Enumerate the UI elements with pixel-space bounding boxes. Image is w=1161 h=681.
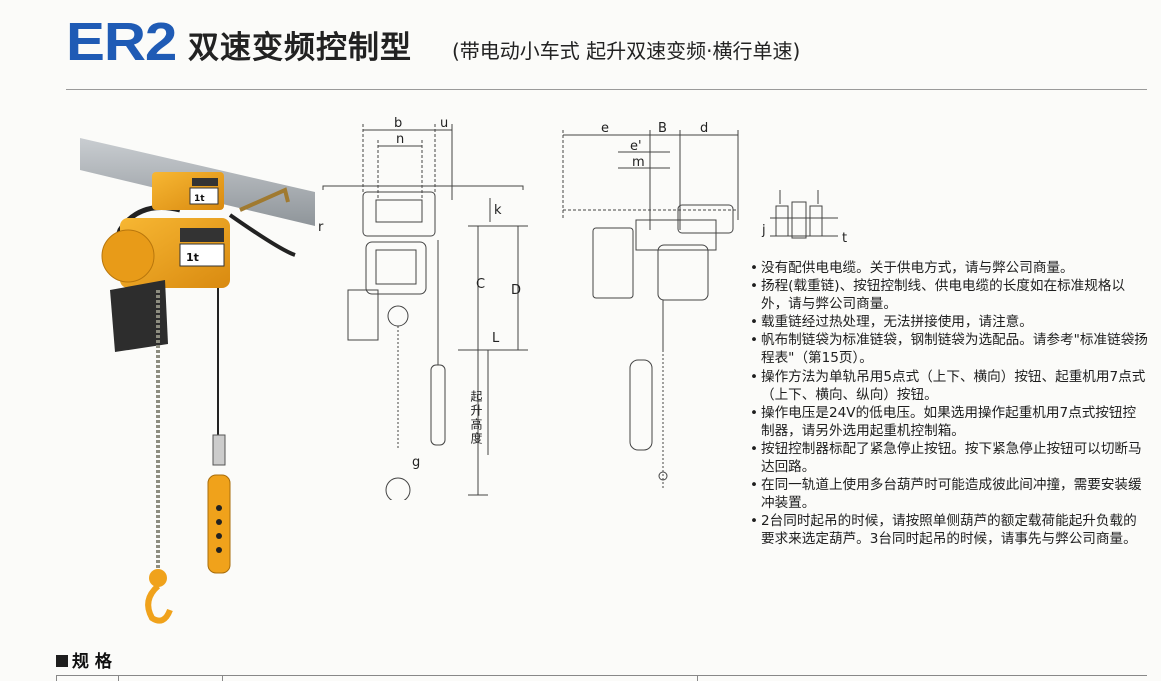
dim-b-upper: B [658,121,667,136]
dim-d-height: D [511,283,521,298]
square-icon [56,655,68,667]
page-subtitle: (带电动小车式 起升双速变频·横行单速) [452,39,801,63]
page-title: 双速变频控制型 [188,30,412,66]
chain-bag [110,280,168,352]
dim-c: C [476,277,485,292]
dim-lift-height: 起升高度 [469,390,483,446]
spec-table-border [222,675,223,681]
note-item: •帆布制链袋为标准链袋，钢制链袋为选配品。请参考"标准链袋扬程表"（第15页）。 [750,332,1148,367]
model-name: ER2 [66,12,177,72]
dim-n: n [396,132,404,147]
dim-l: L [492,331,500,346]
spec-table-border [118,675,119,681]
dim-k: k [494,203,502,218]
dim-g: g [412,455,420,470]
dim-j: j [761,223,766,238]
dim-u: u [440,116,448,131]
note-item: •2台同时起吊的时候，请按照单侧葫芦的额定载荷能起升负载的要求来选定葫芦。3台同… [750,513,1137,548]
dimension-drawing: b n u k r C D L g e B d e' m j t 起升高度 [318,116,847,500]
dim-m: m [632,155,645,170]
spec-table-border [56,675,57,681]
dim-e-prime: e' [630,139,642,154]
dim-d: d [700,121,708,136]
capacity-plate-main: 1t [186,251,199,264]
note-item: •操作电压是24V的低电压。如果选用操作起重机用7点式按钮控制器，请另外选用起重… [750,404,1137,439]
rail-front [322,185,524,190]
spec-table-border [697,675,698,681]
spec-table-top [56,675,1147,676]
note-item: •载重链经过热处理，无法拼接使用，请注意。 [750,314,1033,331]
note-item: •操作方法为单轨吊用5点式（上下、横向）按钮、起重机用7点式（上下、横向、纵向）… [750,368,1146,403]
hoist-photo: 1t 1t [80,138,315,624]
trolley-arm [239,187,290,212]
dim-r: r [318,220,324,235]
dim-b: b [394,116,402,131]
notes-list: •没有配供电电缆。关于供电方式，请与弊公司商量。 •扬程(载重链)、按钮控制线、… [748,259,1148,549]
capacity-plate-top: 1t [194,194,205,204]
note-item: •扬程(载重链)、按钮控制线、供电电缆的长度如在标准规格以外，请与弊公司商量。 [750,278,1126,313]
note-item: •没有配供电电缆。关于供电方式，请与弊公司商量。 [750,260,1074,276]
page-header: ER2 双速变频控制型 (带电动小车式 起升双速变频·横行单速) [0,0,1161,92]
dim-e: e [601,121,609,136]
note-item: •在同一轨道上使用多台葫芦时可能造成彼此间冲撞，需要安装缓冲装置。 [750,477,1142,512]
hook [145,583,173,624]
dim-t: t [842,231,847,246]
note-item: •按钮控制器标配了紧急停止按钮。按下紧急停止按钮可以切断马达回路。 [750,440,1142,476]
header-divider [66,89,1147,90]
spec-heading: 规 格 [56,647,112,672]
